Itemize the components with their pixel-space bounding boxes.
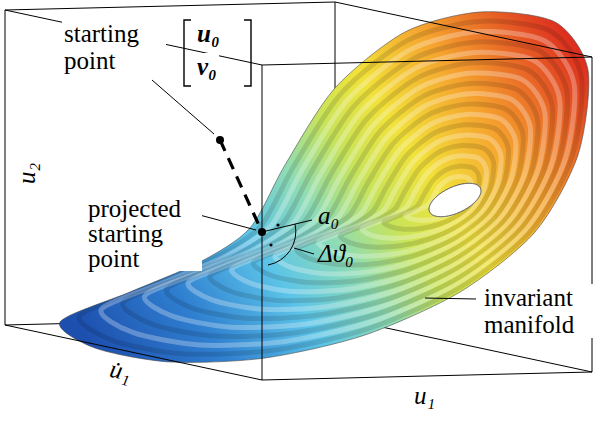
amplitude-symbol: a₀: [318, 202, 339, 229]
axis-label: u₂: [13, 161, 40, 186]
axis-label: u̇₁: [105, 355, 135, 387]
box-edge: [262, 57, 592, 65]
box-edge: [262, 65, 263, 380]
right-angle-dot: [276, 223, 279, 226]
leader-line: [294, 248, 314, 254]
surface-hole: [429, 183, 481, 216]
projection-path: [220, 140, 262, 232]
leader-line: [425, 298, 476, 299]
callout-label: invariant manifold: [482, 284, 598, 338]
contour-ring: [210, 83, 538, 300]
vector-symbol: v₀: [195, 53, 219, 80]
box-edge: [335, 2, 592, 57]
start-dot: [216, 136, 224, 144]
angle-symbol: Δϑ₀: [318, 240, 354, 267]
contour-ring: [340, 145, 494, 247]
axis-label: u₁: [412, 382, 437, 409]
box-edge: [262, 372, 592, 380]
contour-ring: [275, 114, 516, 274]
contour-ring: [362, 156, 486, 238]
right-angle-dot: [269, 243, 272, 246]
contour-ring: [253, 104, 523, 283]
box-edge: [5, 325, 262, 380]
amplitude-line: [262, 220, 312, 232]
box-edge: [5, 2, 335, 10]
callout-label: projected starting point: [86, 196, 202, 271]
matrix-bracket: [184, 20, 191, 86]
angle-arc: [268, 224, 296, 265]
box-edge: [5, 10, 6, 325]
contour-ring: [232, 94, 531, 292]
vector-symbol: u₀: [195, 20, 222, 47]
callout-label: starting point: [62, 20, 166, 74]
contour-ring: [166, 63, 552, 319]
contour-ring: [188, 73, 545, 310]
contour-ring: [319, 135, 502, 256]
projected-dot: [258, 228, 266, 236]
leader-line: [152, 80, 214, 134]
matrix-bracket: [244, 20, 251, 86]
